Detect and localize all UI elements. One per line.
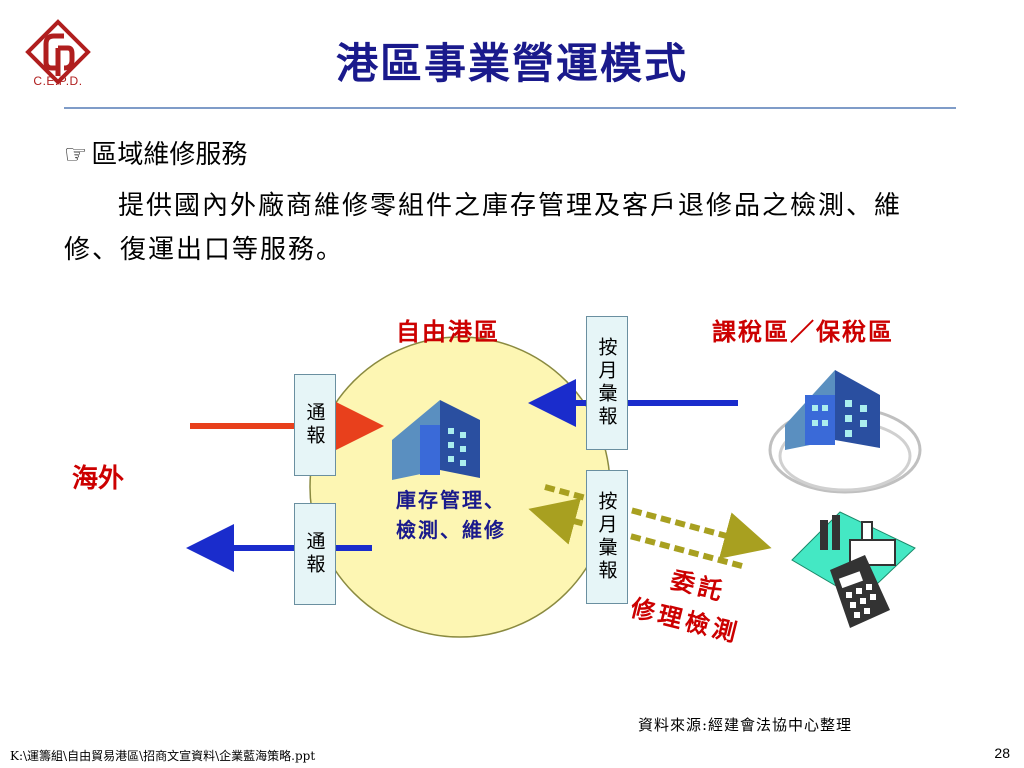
bullet-heading: ☞區域維修服務 [64, 134, 247, 171]
page-title: 港區事業營運模式 [335, 39, 688, 88]
logo-caption: C.E.P.D. [33, 74, 83, 88]
tax-zone-building-icon [768, 370, 922, 494]
notify-box-inbound: 通報 [294, 374, 336, 476]
monthly-report-box-bottom: 按月彙報 [586, 470, 628, 604]
page-number: 28 [994, 745, 1010, 761]
title-divider [64, 107, 956, 109]
center-service-text-line1: 庫存管理、 [396, 488, 506, 512]
pointing-hand-icon: ☞ [64, 140, 88, 170]
factory-calculator-icon [791, 511, 916, 628]
notify-box-outbound: 通報 [294, 503, 336, 605]
consign-arrow-lower [528, 498, 743, 569]
tax-zone-label: 課稅區／保稅區 [712, 317, 894, 346]
monthly-report-box-top: 按月彙報 [586, 316, 628, 450]
description-paragraph: 提供國內外廠商維修零組件之庫存管理及客戶退修品之檢測、維修、復運出口等服務。 [64, 191, 903, 265]
consign-arrow-upper [544, 484, 772, 559]
bullet-text: 區域維修服務 [91, 140, 248, 170]
cepd-logo [25, 19, 91, 85]
overseas-label: 海外 [72, 464, 125, 494]
footer-file-path: K:\運籌組\自由貿易港區\招商文宣資料\企業藍海策略.ppt [10, 749, 316, 763]
free-port-label: 自由港區 [396, 317, 500, 346]
source-note: 資料來源:經建會法協中心整理 [638, 716, 853, 734]
warehouse-building-icon [392, 400, 480, 480]
center-service-text-line2: 檢測、維修 [396, 518, 506, 542]
